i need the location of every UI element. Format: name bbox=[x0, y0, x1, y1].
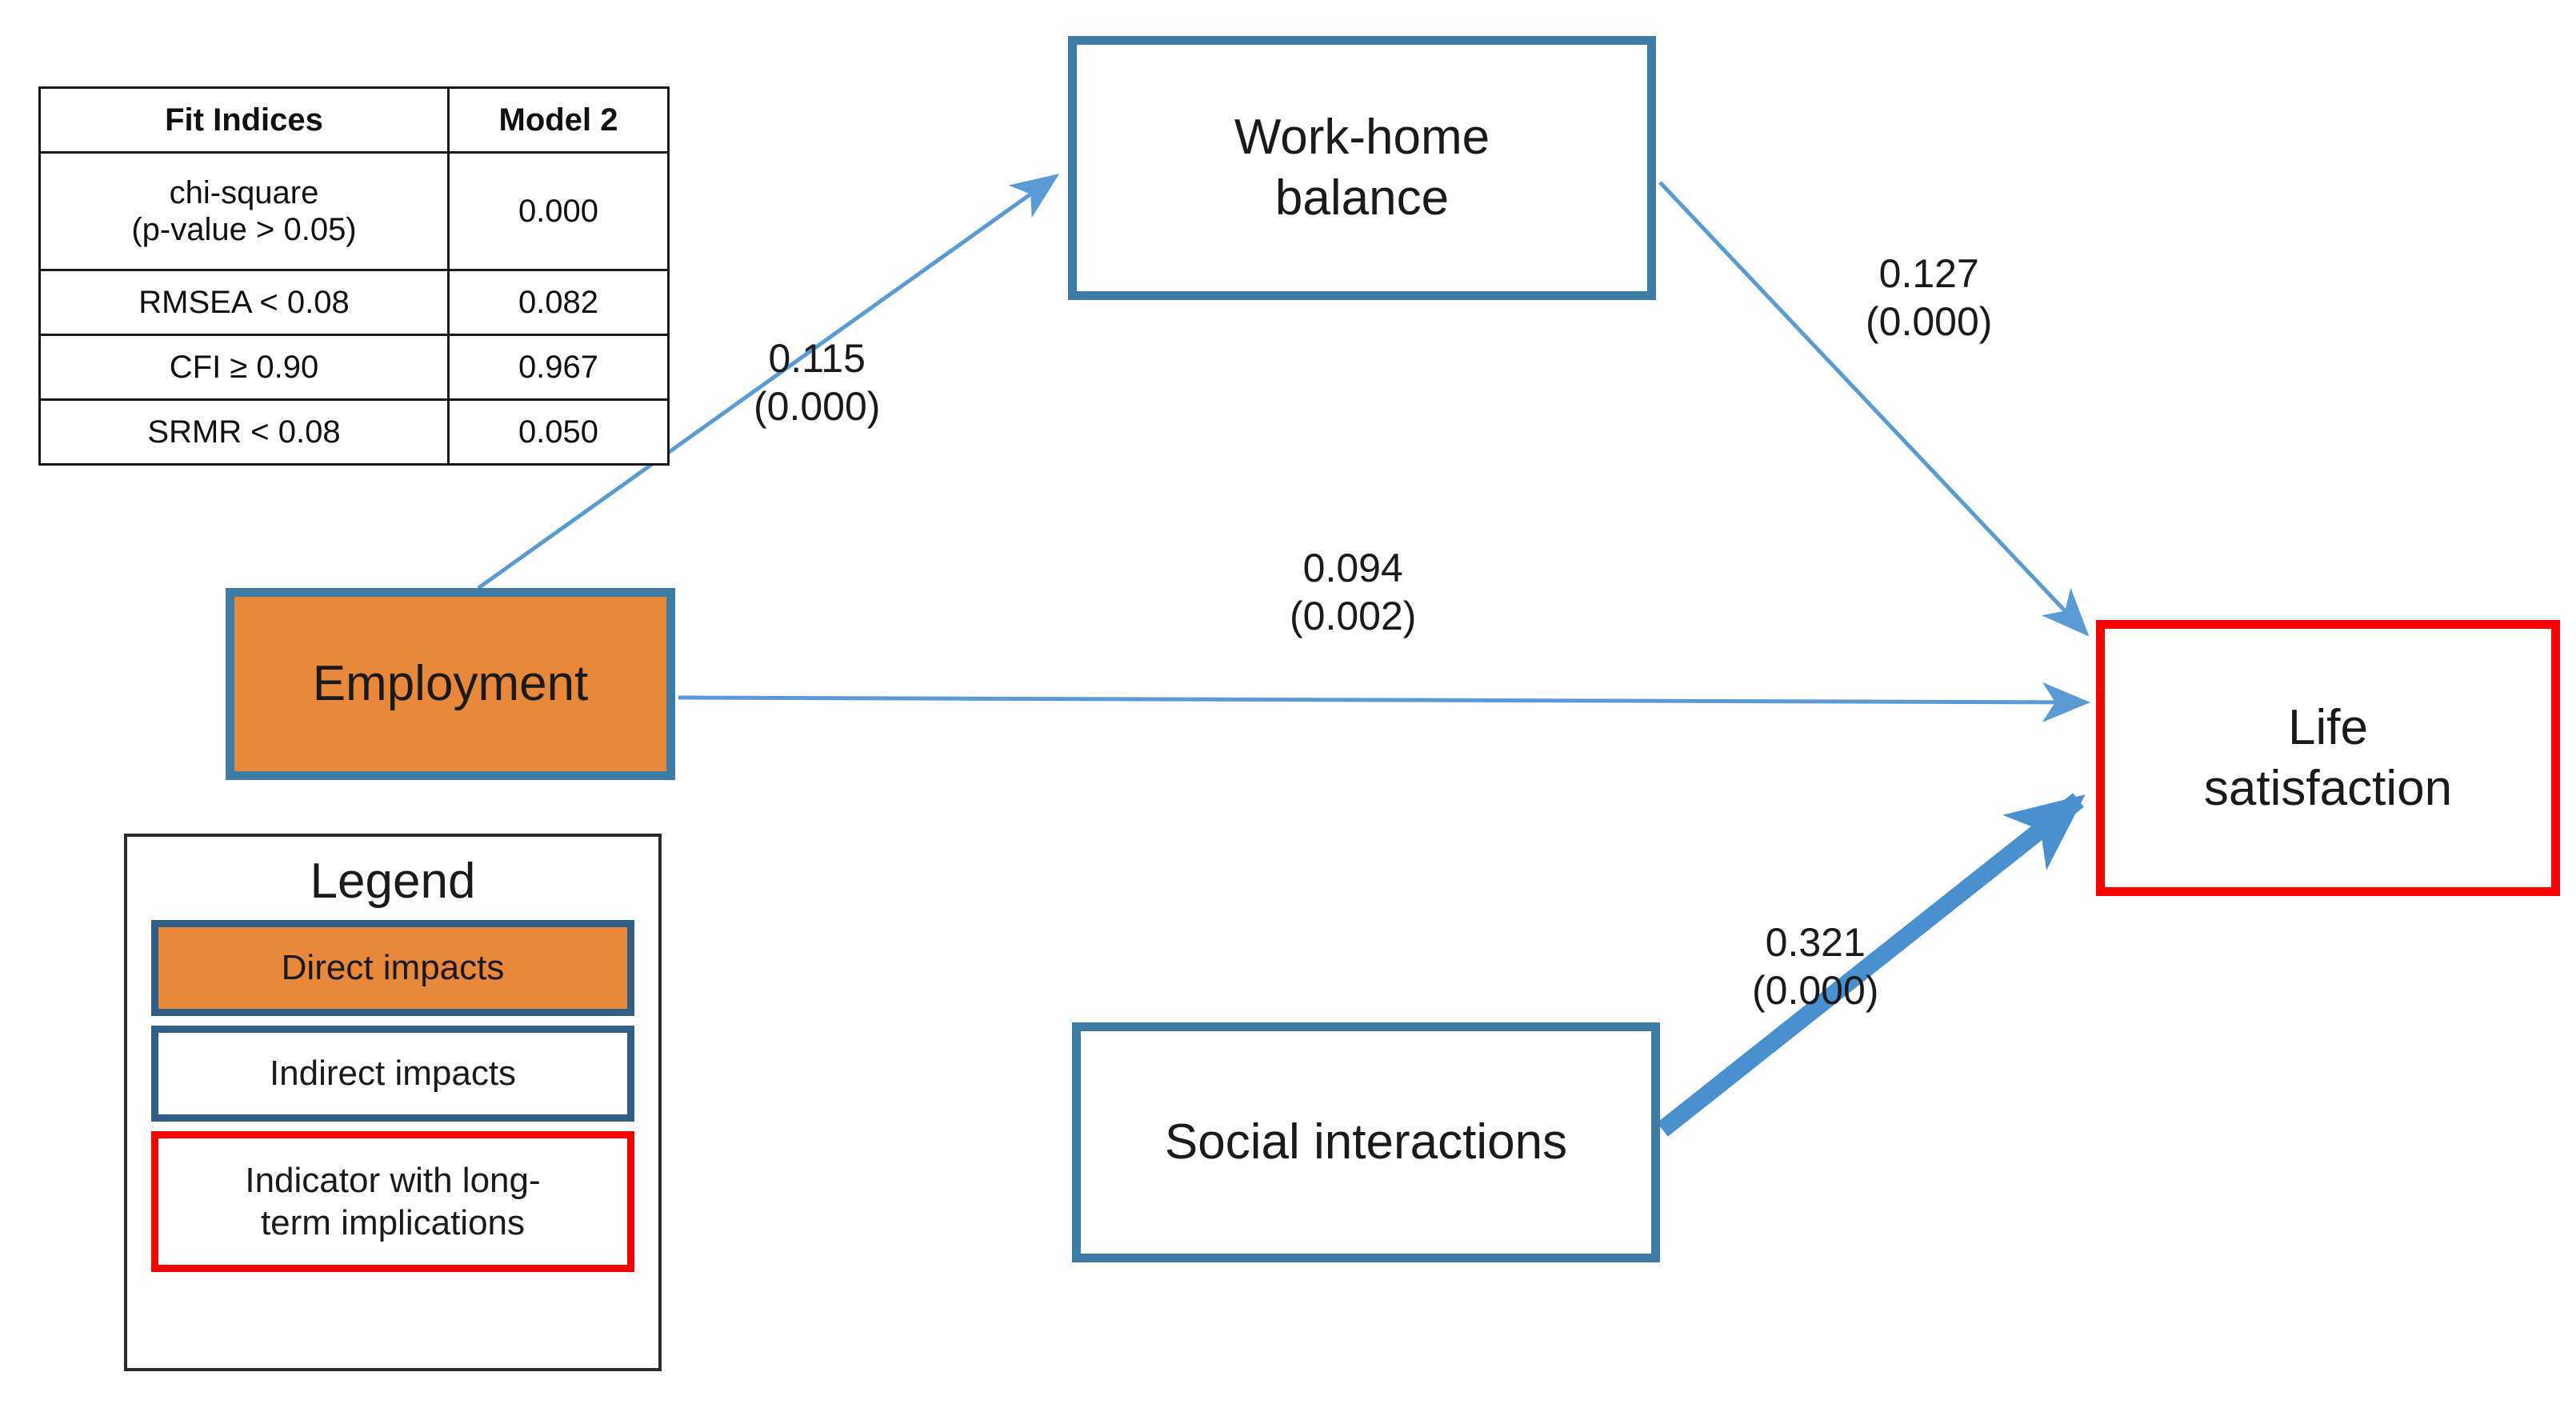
chi-square-line2: (p-value > 0.05) bbox=[131, 212, 357, 248]
legend-box: Legend Direct impacts Indirect impacts I… bbox=[124, 834, 662, 1371]
coefficient-value: 0.127 bbox=[1878, 251, 1979, 296]
life-sat-line2: satisfaction bbox=[2203, 760, 2453, 816]
table-cell-chi-square-value: 0.000 bbox=[447, 151, 670, 272]
table-row: SRMR < 0.08 0.050 bbox=[38, 398, 670, 466]
node-work-home-balance[interactable]: Work-home balance bbox=[1068, 36, 1656, 300]
table-cell-srmr-value: 0.050 bbox=[447, 398, 670, 466]
table-cell-cfi-value: 0.967 bbox=[447, 334, 670, 402]
node-life-satisfaction[interactable]: Life satisfaction bbox=[2096, 620, 2560, 896]
coefficient-value: 0.321 bbox=[1765, 920, 1866, 965]
legend-item-indirect-impacts-label: Indirect impacts bbox=[269, 1054, 517, 1094]
table-row: chi-square (p-value > 0.05) 0.000 bbox=[38, 151, 670, 272]
coefficient-value: 0.094 bbox=[1302, 546, 1403, 590]
table-cell-chi-square-label: chi-square (p-value > 0.05) bbox=[38, 151, 450, 272]
table-cell-rmsea-value: 0.082 bbox=[447, 269, 670, 337]
legend-item-long-term-indicator: Indicator with long- term implications bbox=[151, 1131, 634, 1273]
edge-employment-to-life-satisfaction bbox=[678, 682, 2090, 722]
legend-item-direct-impacts-label: Direct impacts bbox=[281, 948, 505, 988]
chi-square-line1: chi-square bbox=[169, 175, 319, 210]
node-work-home-balance-label: Work-home balance bbox=[1234, 107, 1490, 228]
node-employment[interactable]: Employment bbox=[226, 588, 675, 780]
work-home-line2: balance bbox=[1274, 170, 1450, 226]
legend-title: Legend bbox=[310, 854, 476, 909]
pvalue-value: (0.002) bbox=[1290, 594, 1417, 638]
pvalue-value: (0.000) bbox=[754, 384, 881, 429]
fit-indices-table: Fit Indices Model 2 chi-square (p-value … bbox=[38, 86, 670, 466]
legend-item-indirect-impacts: Indirect impacts bbox=[151, 1026, 634, 1122]
work-home-line1: Work-home bbox=[1234, 110, 1490, 166]
longterm-line2: term implications bbox=[260, 1203, 526, 1243]
node-social-interactions[interactable]: Social interactions bbox=[1072, 1022, 1660, 1262]
coefficient-value: 0.115 bbox=[768, 336, 866, 381]
table-cell-rmsea-label: RMSEA < 0.08 bbox=[38, 269, 450, 337]
edge-label-social-to-life-satisfaction: 0.321 (0.000) bbox=[1752, 918, 1878, 1014]
edge-label-employment-to-work-home: 0.115 (0.000) bbox=[754, 334, 880, 430]
longterm-line1: Indicator with long- bbox=[245, 1160, 541, 1200]
edge-label-work-home-to-life-satisfaction: 0.127 (0.000) bbox=[1866, 250, 1992, 346]
node-employment-label: Employment bbox=[312, 656, 589, 712]
table-header-row: Fit Indices Model 2 bbox=[38, 86, 670, 154]
table-header-fit-indices: Fit Indices bbox=[38, 86, 450, 154]
pvalue-value: (0.000) bbox=[1752, 968, 1879, 1013]
table-row: CFI ≥ 0.90 0.967 bbox=[38, 334, 670, 402]
table-row: RMSEA < 0.08 0.082 bbox=[38, 269, 670, 337]
edge-label-employment-to-life-satisfaction: 0.094 (0.002) bbox=[1290, 544, 1416, 640]
pvalue-value: (0.000) bbox=[1866, 299, 1993, 344]
node-social-interactions-label: Social interactions bbox=[1164, 1114, 1568, 1170]
table-cell-srmr-label: SRMR < 0.08 bbox=[38, 398, 450, 466]
life-sat-line1: Life bbox=[2288, 699, 2368, 755]
node-life-satisfaction-label: Life satisfaction bbox=[2204, 698, 2452, 818]
table-cell-cfi-label: CFI ≥ 0.90 bbox=[38, 334, 450, 402]
legend-item-direct-impacts: Direct impacts bbox=[151, 920, 634, 1017]
table-header-model-2: Model 2 bbox=[447, 86, 670, 154]
legend-item-long-term-indicator-label: Indicator with long- term implications bbox=[245, 1159, 540, 1245]
